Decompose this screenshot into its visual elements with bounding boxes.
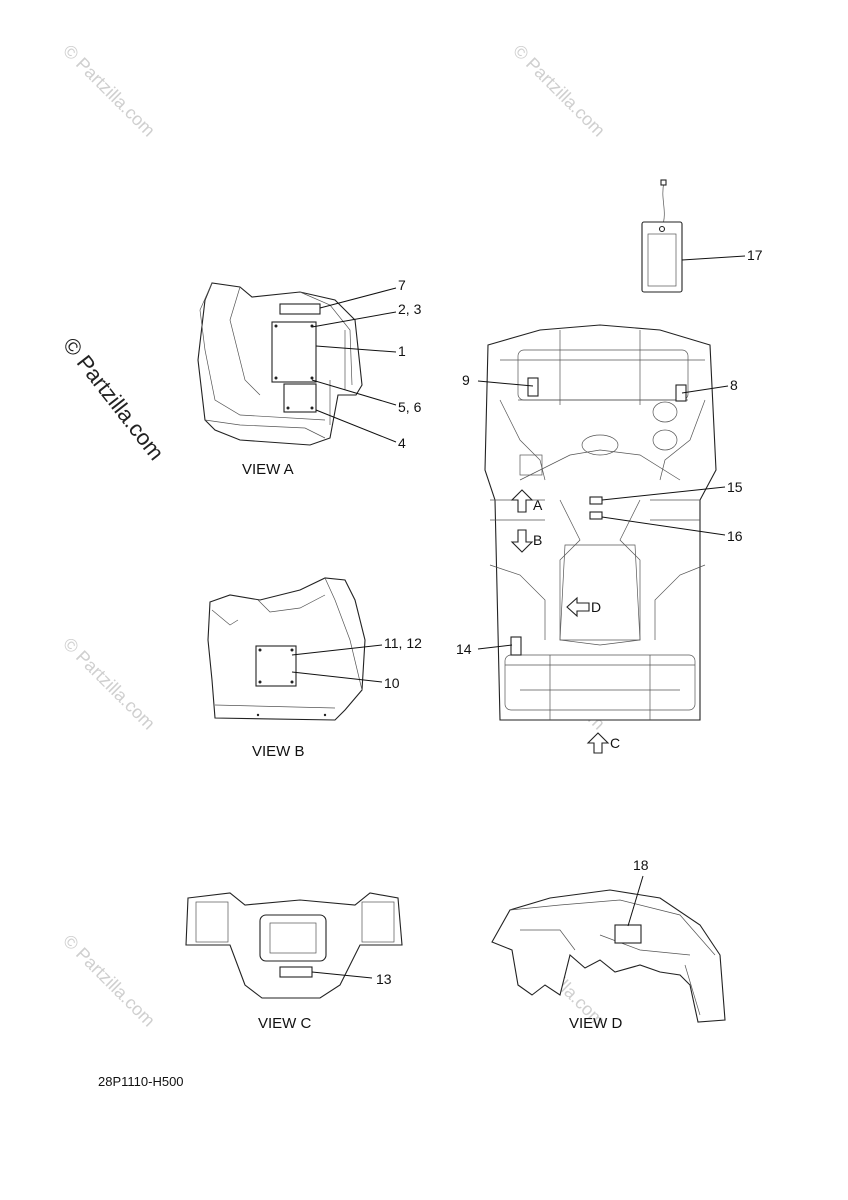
callout-11-12: 11, 12 xyxy=(384,635,422,651)
svg-text:C: C xyxy=(610,735,620,751)
view-arrow-c: C xyxy=(586,732,620,754)
watermark-text: © Partzilla.com xyxy=(59,41,159,141)
view-arrow-b: B xyxy=(510,529,542,553)
hang-tag xyxy=(641,179,683,293)
callout-9: 9 xyxy=(462,372,470,388)
callout-18: 18 xyxy=(633,857,649,873)
callout-1: 1 xyxy=(398,343,406,359)
callout-2-3: 2, 3 xyxy=(398,301,422,317)
callout-14: 14 xyxy=(456,641,472,657)
view-arrow-a: A xyxy=(510,489,543,513)
view-a-fender xyxy=(197,282,363,446)
view-arrow-d: D xyxy=(566,596,601,618)
callout-8: 8 xyxy=(730,377,738,393)
watermark-logo-text: © Partzilla.com xyxy=(58,333,169,465)
callout-13: 13 xyxy=(376,971,392,987)
svg-text:B: B xyxy=(533,532,542,548)
atv-top-view xyxy=(484,324,717,721)
watermark-text: © Partzilla.com xyxy=(59,634,159,734)
callout-15: 15 xyxy=(727,479,743,495)
view-d-body xyxy=(491,889,726,1023)
diagram-code: 28P1110-H500 xyxy=(98,1074,184,1089)
callout-7: 7 xyxy=(398,277,406,293)
svg-text:A: A xyxy=(533,497,543,513)
view-d-label: VIEW D xyxy=(569,1015,623,1032)
callout-16: 16 xyxy=(727,528,743,544)
callout-5-6: 5, 6 xyxy=(398,399,422,415)
callout-4: 4 xyxy=(398,435,406,451)
view-b-fender xyxy=(207,577,366,721)
view-c-rear-fender xyxy=(185,892,403,999)
svg-text:D: D xyxy=(591,599,601,615)
view-b-label: VIEW B xyxy=(252,743,305,760)
view-c-label: VIEW C xyxy=(258,1015,312,1032)
callout-10: 10 xyxy=(384,675,400,691)
watermark-text: © Partzilla.com xyxy=(59,931,159,1031)
view-a-label: VIEW A xyxy=(242,461,294,478)
callout-17: 17 xyxy=(747,247,763,263)
watermark-text: © Partzilla.com xyxy=(509,41,609,141)
